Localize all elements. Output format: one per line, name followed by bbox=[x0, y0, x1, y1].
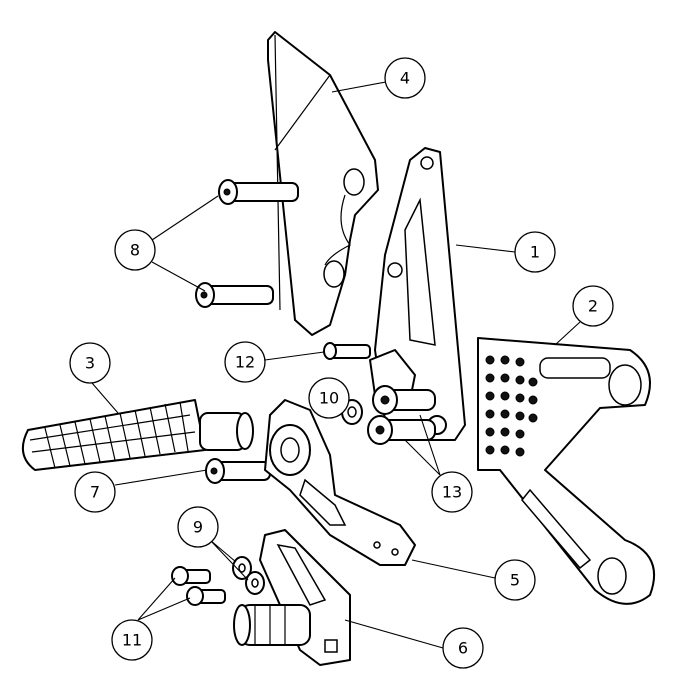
callout-6: 6 bbox=[442, 627, 484, 669]
callout-4: 4 bbox=[384, 57, 426, 99]
callout-8: 8 bbox=[114, 229, 156, 271]
callout-1: 1 bbox=[514, 231, 556, 273]
part-7-bolt bbox=[205, 458, 271, 484]
part-12-bolt bbox=[323, 342, 371, 360]
callout-9: 9 bbox=[177, 506, 219, 548]
callout-7: 7 bbox=[74, 471, 116, 513]
lightening-holes bbox=[485, 355, 538, 457]
leader-lines bbox=[91, 81, 581, 649]
callout-13-label: 13 bbox=[442, 483, 462, 502]
part-3-footpeg bbox=[21, 399, 254, 471]
callout-5-label: 5 bbox=[510, 571, 520, 590]
callout-11: 11 bbox=[111, 619, 153, 661]
callout-3-label: 3 bbox=[85, 354, 95, 373]
callout-7-label: 7 bbox=[90, 483, 100, 502]
callout-8-label: 8 bbox=[130, 241, 140, 260]
part-8-bolts bbox=[195, 179, 299, 308]
part-9-washers bbox=[232, 556, 265, 595]
callout-9-label: 9 bbox=[193, 518, 203, 537]
callout-2-label: 2 bbox=[588, 297, 598, 316]
callout-11-label: 11 bbox=[122, 631, 142, 650]
part-6-pedal bbox=[233, 529, 351, 666]
callout-5: 5 bbox=[494, 559, 536, 601]
callout-1-label: 1 bbox=[530, 243, 540, 262]
part-13-bolts bbox=[367, 349, 436, 445]
callout-12: 12 bbox=[224, 341, 266, 383]
part-4-heel-plate bbox=[267, 31, 379, 336]
callout-13: 13 bbox=[431, 471, 473, 513]
callout-2: 2 bbox=[572, 285, 614, 327]
part-2-footpeg-plate bbox=[477, 337, 655, 605]
callout-10-label: 10 bbox=[319, 389, 339, 408]
callout-4-label: 4 bbox=[400, 69, 410, 88]
callout-6-label: 6 bbox=[458, 639, 468, 658]
part-11-bolts bbox=[171, 566, 226, 606]
callout-12-label: 12 bbox=[235, 353, 255, 372]
callout-3: 3 bbox=[69, 342, 111, 384]
callout-10: 10 bbox=[308, 377, 350, 419]
part-5-lever bbox=[264, 399, 416, 566]
